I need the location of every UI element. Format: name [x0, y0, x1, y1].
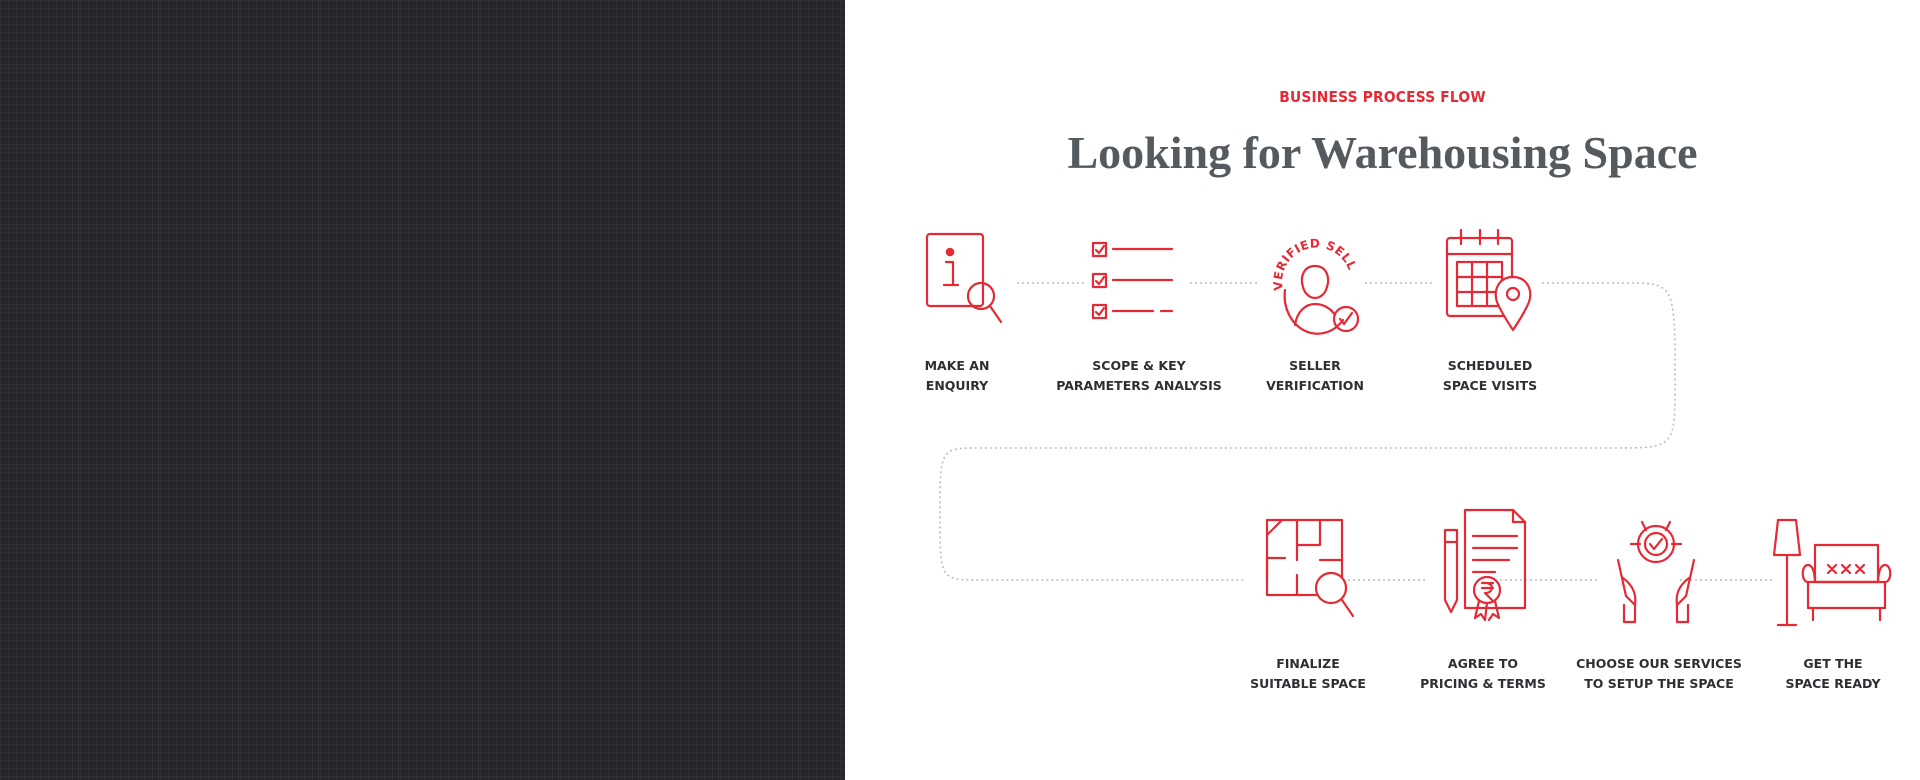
flow-connector-path [939, 282, 1775, 581]
step-label-pricing-line2: PRICING & TERMS [1420, 676, 1546, 691]
verified-seller-badge-icon: VERIFIED SELLER [845, 0, 1360, 335]
floorplan-magnifier-icon [1265, 518, 1355, 618]
process-flow-section: BUSINESS PROCESS FLOW Looking for Wareho… [845, 0, 1920, 780]
step-label-enquiry-line1: MAKE AN [925, 358, 990, 373]
contract-rupee-seal-icon [1443, 508, 1527, 622]
step-label-ready-line1: GET THE [1803, 656, 1862, 671]
step-label-services-line2: TO SETUP THE SPACE [1584, 676, 1734, 691]
step-label-visits-line1: SCHEDULED [1448, 358, 1533, 373]
checklist-icon [1091, 241, 1174, 320]
step-label-finalize-line1: FINALIZE [1276, 656, 1340, 671]
step-label-scope-line2: PARAMETERS ANALYSIS [1056, 378, 1222, 393]
sofa-lamp-icon [1772, 518, 1892, 627]
calendar-location-pin-icon [1445, 228, 1532, 332]
step-label-seller-line1: SELLER [1289, 358, 1341, 373]
step-label-seller-line2: VERIFICATION [1266, 378, 1364, 393]
step-label-enquiry-line2: ENQUIRY [926, 378, 989, 393]
page-title: Looking for Warehousing Space [1067, 127, 1698, 178]
step-label-services-line1: CHOOSE OUR SERVICES [1576, 656, 1742, 671]
left-dark-grid-panel [0, 0, 845, 780]
step-label-visits-line2: SPACE VISITS [1443, 378, 1537, 393]
step-label-pricing-line1: AGREE TO [1448, 656, 1518, 671]
step-label-finalize-line2: SUITABLE SPACE [1250, 676, 1366, 691]
step-label-scope-line1: SCOPE & KEY [1092, 358, 1186, 373]
process-flow-diagram: VERIFIED SELLER [845, 0, 1892, 691]
step-label-ready-line2: SPACE READY [1785, 676, 1881, 691]
section-kicker: BUSINESS PROCESS FLOW [1279, 88, 1486, 106]
enquiry-info-magnifier-icon [925, 232, 1003, 324]
hands-award-badge-icon [1616, 520, 1696, 624]
